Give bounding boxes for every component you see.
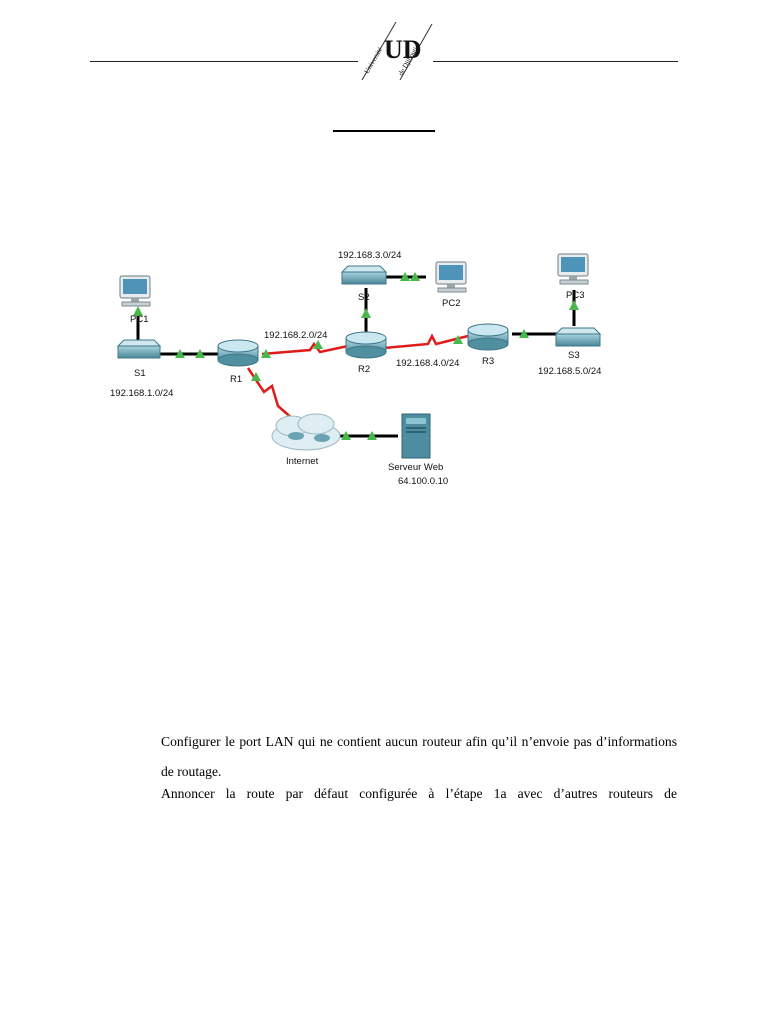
pc3-icon — [557, 253, 589, 285]
label-pc2: PC2 — [442, 298, 460, 309]
pc2-icon — [435, 261, 467, 293]
router-r3-icon — [467, 323, 509, 351]
label-pc1: PC1 — [130, 314, 148, 325]
label-lan1: 192.168.1.0/24 — [110, 388, 173, 399]
link-r1-internet — [246, 367, 295, 421]
label-s2: S2 — [358, 292, 370, 303]
label-wan2: 192.168.2.0/24 — [264, 330, 327, 341]
label-wan4: 192.168.4.0/24 — [396, 358, 459, 369]
body-paragraph-2: Annoncer la route par défaut configurée … — [161, 786, 677, 801]
label-s3: S3 — [568, 350, 580, 361]
label-r3: R3 — [482, 356, 494, 367]
logo-text-left: Université — [363, 46, 385, 75]
title-underline — [333, 130, 435, 132]
link-r1-r2 — [261, 341, 349, 356]
switch-s1-icon — [116, 339, 162, 359]
label-r2: R2 — [358, 364, 370, 375]
label-lan5: 192.168.5.0/24 — [538, 366, 601, 377]
router-r1-icon — [217, 339, 259, 367]
label-server: Serveur Web — [388, 462, 443, 473]
web-server-icon — [401, 413, 431, 459]
label-lan3: 192.168.3.0/24 — [338, 250, 401, 261]
body-paragraph-1: Configurer le port LAN qui ne contient a… — [161, 734, 677, 779]
logo-letters: UD — [384, 35, 422, 64]
router-r2-icon — [345, 331, 387, 359]
label-internet: Internet — [286, 456, 319, 467]
network-topology-diagram: PC1 S1 192.168.1.0/24 R1 192.168.2.0/24 … — [110, 250, 602, 487]
header-rule-left — [90, 61, 358, 62]
internet-cloud-icon — [271, 413, 341, 451]
label-r1: R1 — [230, 374, 242, 385]
pc1-icon — [119, 275, 151, 307]
link-r2-r3 — [383, 333, 469, 350]
label-s1: S1 — [134, 368, 146, 379]
switch-s2-icon — [340, 265, 388, 285]
label-pc3: PC3 — [566, 290, 584, 301]
label-server-ip: 64.100.0.10 — [398, 476, 448, 487]
switch-s3-icon — [554, 327, 602, 347]
university-logo: UD Université de Djibouti — [361, 21, 433, 81]
header-rule-right — [433, 61, 678, 62]
